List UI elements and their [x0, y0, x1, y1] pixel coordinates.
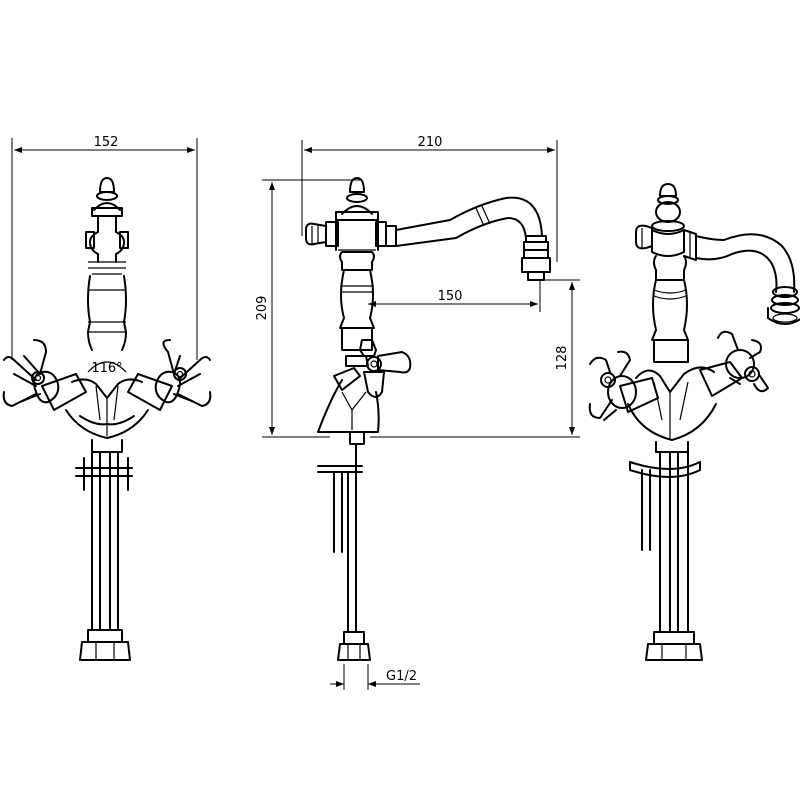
front-left-handle: [2, 339, 87, 411]
perspective-base-and-hoses: [629, 451, 703, 661]
perspective-view: [588, 183, 800, 661]
front-view: 152 116°: [2, 135, 212, 661]
side-valve-body: [317, 379, 380, 445]
perspective-right-handle: [699, 330, 769, 397]
front-neck: [85, 215, 129, 275]
side-spout-reach-label: 150: [438, 289, 463, 304]
side-connection-dimension: G1/2: [330, 664, 420, 690]
side-spout-height-dimension: 128: [370, 279, 580, 438]
front-finial: [91, 177, 123, 217]
side-spout-height-label: 128: [555, 346, 570, 371]
side-spout: [395, 196, 551, 281]
front-width-label: 152: [94, 135, 119, 150]
perspective-hub: [635, 224, 697, 261]
front-base-and-hoses: [75, 439, 133, 661]
side-finial: [335, 177, 379, 221]
perspective-column: [651, 255, 689, 363]
side-hub: [305, 219, 397, 251]
front-valve-body: [65, 378, 149, 439]
side-height-label: 209: [255, 296, 270, 321]
front-column: [87, 275, 127, 351]
front-right-handle: [127, 339, 212, 411]
front-angle-marker: 116°: [87, 361, 127, 376]
side-connection-label: G1/2: [386, 669, 417, 684]
perspective-finial: [651, 183, 685, 232]
side-base-and-hoses: [317, 443, 371, 661]
side-view: 210 209 128 150: [255, 135, 580, 690]
side-reach-dimension: 210: [301, 135, 558, 262]
side-column: [339, 251, 375, 351]
side-spout-reach-dimension: 150: [368, 280, 541, 312]
front-width-dimension: 152: [11, 135, 198, 360]
perspective-spout: [695, 233, 800, 325]
front-angle-label: 116°: [91, 361, 122, 376]
side-reach-label: 210: [418, 135, 443, 150]
side-height-dimension: 209: [255, 179, 360, 438]
perspective-left-handle: [588, 350, 659, 421]
